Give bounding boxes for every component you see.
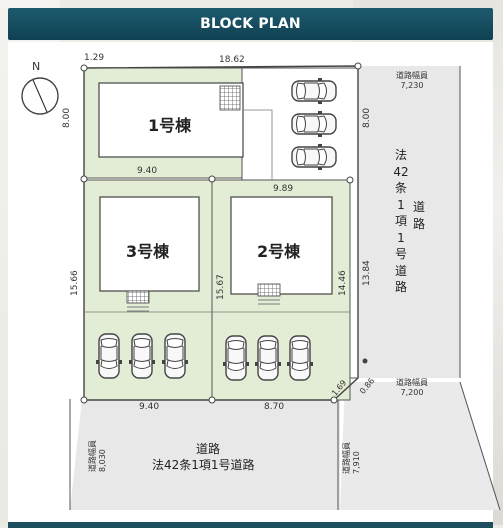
road-char: 条 xyxy=(394,181,407,195)
boundary-marker xyxy=(362,358,368,364)
building-2[interactable] xyxy=(230,196,333,295)
road-char: 1 xyxy=(397,197,405,212)
dim-lot2-top: 9.89 xyxy=(273,184,294,194)
boundary-marker xyxy=(330,396,338,404)
building-2-label: 2号棟 xyxy=(257,242,301,261)
boundary-marker xyxy=(346,176,354,184)
dim-lot2-right: 14.46 xyxy=(338,270,348,296)
road-char: 法 xyxy=(394,148,407,162)
east-road-name-col2: 道 路 xyxy=(410,199,428,232)
dim-lot2-left: 15.67 xyxy=(216,274,226,300)
south-road-width-label-2: 道路幅員 xyxy=(342,442,351,474)
boundary-marker xyxy=(80,64,88,72)
dim-bottom-left: 9.40 xyxy=(139,402,160,412)
page-title: BLOCK PLAN xyxy=(200,16,301,32)
east-road-lower xyxy=(340,382,500,510)
east-road-area xyxy=(358,66,460,378)
east-road-width-value: 7,230 xyxy=(400,81,424,90)
site-boundary xyxy=(83,65,359,401)
east-road-width-bottom: 道路幅員 7,200 xyxy=(384,378,440,398)
dim-corner-b: 0.86 xyxy=(358,376,377,396)
dim-corner-a: 1.69 xyxy=(330,378,349,398)
road-char: 項 xyxy=(394,214,407,228)
east-road-width-label: 道路幅員 xyxy=(396,71,428,80)
building-3-label: 3号棟 xyxy=(126,242,170,261)
south-road-width-value-2: 7,910 xyxy=(352,451,361,474)
compass-icon xyxy=(21,77,59,115)
road-char: 1 xyxy=(397,230,405,245)
walkway-1 xyxy=(244,109,273,180)
south-road-area xyxy=(70,399,340,510)
road-char: 道 xyxy=(394,263,407,278)
east-road-width-value-2: 7,200 xyxy=(400,388,424,397)
east-road-edge-lower xyxy=(459,381,501,511)
east-road-name-col1: 法 42 条 1 項 1 号 道 路 xyxy=(390,147,412,296)
step-lines-2 xyxy=(258,295,280,305)
dim-top-small: 1.29 xyxy=(84,53,105,63)
boundary-marker xyxy=(208,396,216,404)
dim-top-length: 18.62 xyxy=(219,55,245,65)
south-road-width-label: 道路幅員 xyxy=(88,440,97,472)
road-char: 号 xyxy=(394,247,407,261)
boundary-marker xyxy=(80,175,88,183)
dim-bottom-mid: 8.70 xyxy=(264,402,285,412)
dim-lot3-left: 15.66 xyxy=(70,270,80,296)
south-road-name: 法42条1項1号道路 xyxy=(152,458,255,472)
building-1-label: 1号棟 xyxy=(148,116,192,135)
south-road-width-left: 道路幅員 8,030 xyxy=(88,440,108,472)
south-road-width-right: 道路幅員 7,910 xyxy=(342,442,362,474)
east-road-width-top: 道路幅員 7,230 xyxy=(384,71,440,91)
dim-lot1-left: 8.00 xyxy=(62,107,72,128)
east-road-width-label-2: 道路幅員 xyxy=(396,378,428,387)
dim-lot1-right: 8.00 xyxy=(362,107,372,128)
building-1[interactable] xyxy=(98,82,244,158)
stair-1 xyxy=(219,85,241,111)
dim-lot1-bottom: 9.40 xyxy=(137,166,158,176)
step-lines-3 xyxy=(127,302,149,312)
road-char: 道 xyxy=(412,200,425,214)
dim-east-side: 13.84 xyxy=(362,260,372,286)
south-road-width-value: 8,030 xyxy=(98,449,107,472)
boundary-marker xyxy=(208,175,216,183)
road-char: 路 xyxy=(394,280,407,294)
building-3[interactable] xyxy=(99,196,200,292)
south-road-title: 道路 xyxy=(196,442,221,456)
road-char: 路 xyxy=(412,216,425,231)
compass-label: N xyxy=(32,60,41,73)
road-char: 42 xyxy=(393,164,409,179)
boundary-marker xyxy=(354,62,362,70)
header-bar: BLOCK PLAN xyxy=(8,8,493,40)
boundary-marker xyxy=(80,396,88,404)
